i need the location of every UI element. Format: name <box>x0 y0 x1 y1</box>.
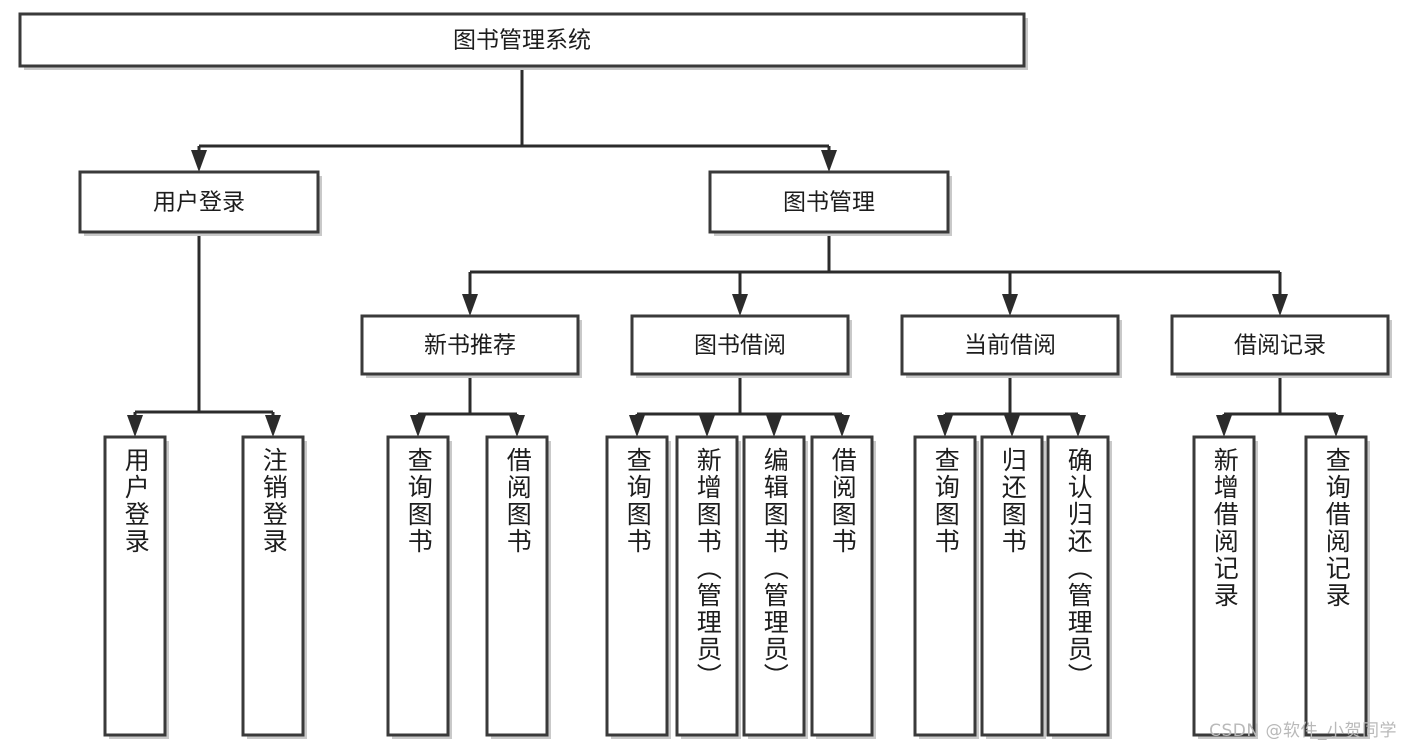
node-box-l2-1[interactable] <box>708 170 950 234</box>
node-layer <box>18 12 1392 739</box>
arrow-head-icon <box>629 415 645 437</box>
edge-layer <box>127 66 1344 437</box>
arrow-head-icon <box>1216 415 1232 437</box>
node-label: 图书管理系统 <box>453 28 591 54</box>
node-box-leaf-10[interactable] <box>1046 435 1110 737</box>
node-box-leaf-2[interactable] <box>386 435 450 737</box>
arrow-head-icon <box>937 415 953 437</box>
arrow-head-icon <box>834 415 850 437</box>
node-box-l2-0[interactable] <box>78 170 320 234</box>
arrow-head-icon <box>1070 415 1086 437</box>
arrow-head-icon <box>1002 294 1018 316</box>
node-label: 图书管理 <box>783 190 875 216</box>
arrow-head-icon <box>509 415 525 437</box>
arrow-head-icon <box>410 415 426 437</box>
node-label: 新书推荐 <box>424 333 516 359</box>
node-box-leaf-7[interactable] <box>810 435 874 737</box>
arrow-head-icon <box>766 415 782 437</box>
arrow-head-icon <box>265 415 281 437</box>
node-box-l3-3[interactable] <box>1170 314 1390 376</box>
arrow-head-icon <box>732 294 748 316</box>
arrow-head-icon <box>127 415 143 437</box>
node-label: 用户登录 <box>153 190 245 216</box>
node-box-l3-2[interactable] <box>900 314 1120 376</box>
node-box-l3-0[interactable] <box>360 314 580 376</box>
arrow-head-icon <box>191 150 207 172</box>
node-label: 当前借阅 <box>964 333 1056 359</box>
arrow-head-icon <box>821 150 837 172</box>
node-box-l3-1[interactable] <box>630 314 850 376</box>
node-box-leaf-12[interactable] <box>1304 435 1368 737</box>
arrow-head-icon <box>1328 415 1344 437</box>
node-box-leaf-8[interactable] <box>913 435 977 737</box>
node-box-root-0[interactable] <box>18 12 1026 68</box>
node-box-leaf-9[interactable] <box>980 435 1044 737</box>
node-label: 图书借阅 <box>694 333 786 359</box>
node-box-leaf-6[interactable] <box>742 435 806 737</box>
arrow-head-icon <box>1272 294 1288 316</box>
arrow-head-icon <box>462 294 478 316</box>
node-box-leaf-5[interactable] <box>675 435 739 737</box>
node-label: 借阅记录 <box>1234 333 1326 359</box>
node-box-leaf-4[interactable] <box>605 435 669 737</box>
arrow-head-icon <box>699 415 715 437</box>
node-box-leaf-1[interactable] <box>241 435 305 737</box>
node-box-leaf-11[interactable] <box>1192 435 1256 737</box>
csdn-watermark: CSDN @软件_小贺同学 <box>1209 721 1397 741</box>
arrow-head-icon <box>1004 415 1020 437</box>
node-box-leaf-3[interactable] <box>485 435 549 737</box>
node-box-leaf-0[interactable] <box>103 435 167 737</box>
